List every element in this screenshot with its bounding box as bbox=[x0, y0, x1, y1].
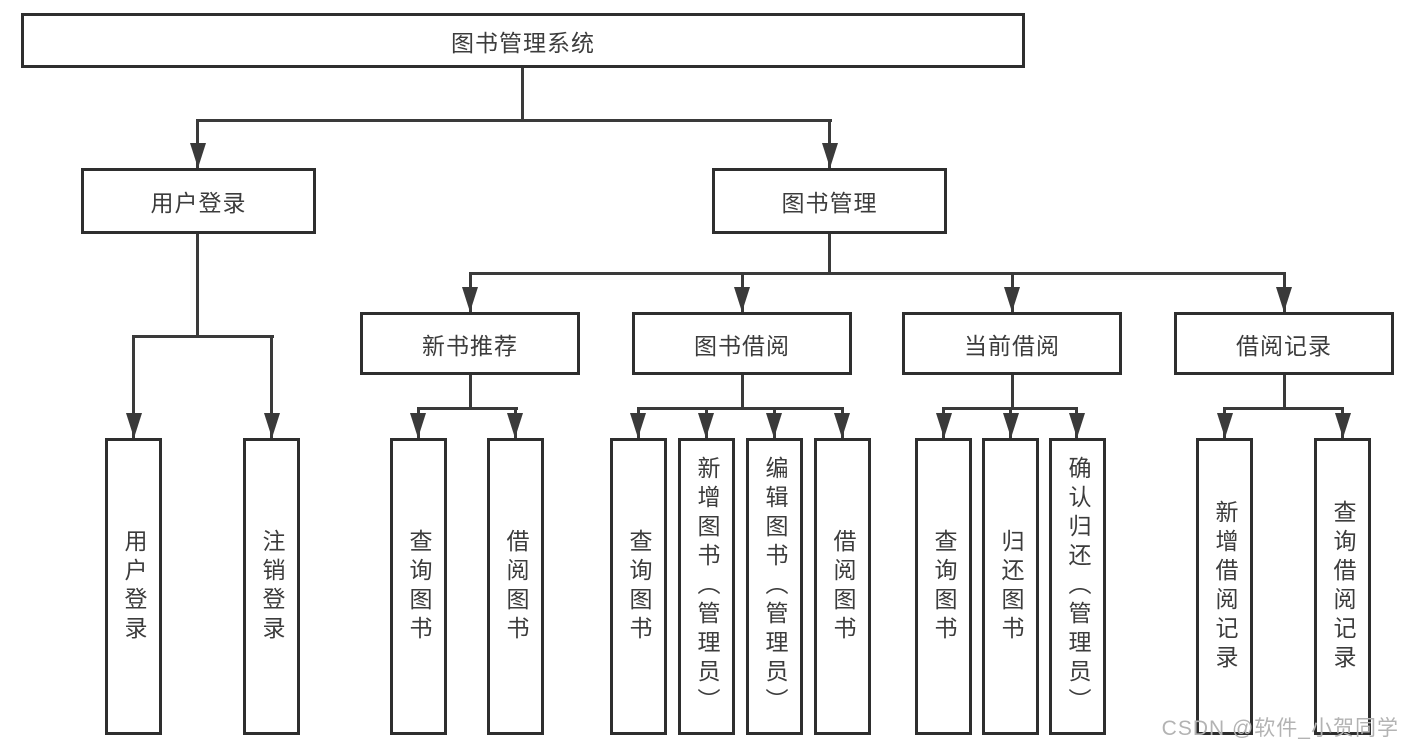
arrow-down-icon bbox=[462, 287, 478, 312]
leaf-add-borrow-record-label: 新增借阅记录 bbox=[1212, 499, 1238, 674]
leaf-borrow-borrow-book: 借阅图书 bbox=[814, 438, 871, 735]
leaf-logout-label: 注销登录 bbox=[259, 528, 285, 645]
connector-line bbox=[270, 335, 273, 438]
node-new-book-recommend: 新书推荐 bbox=[360, 312, 580, 375]
leaf-edit-book-admin-label: 编辑图书（管理员） bbox=[762, 456, 788, 717]
leaf-recommend-query-book: 查询图书 bbox=[390, 438, 447, 735]
leaf-return-book: 归还图书 bbox=[982, 438, 1039, 735]
node-root-label: 图书管理系统 bbox=[451, 29, 595, 56]
arrow-down-icon bbox=[1217, 413, 1233, 438]
leaf-user-login-label: 用户登录 bbox=[121, 528, 147, 645]
leaf-current-query-book: 查询图书 bbox=[915, 438, 972, 735]
arrow-down-icon bbox=[734, 287, 750, 312]
leaf-return-book-label: 归还图书 bbox=[998, 528, 1024, 645]
leaf-add-book-admin: 新增图书（管理员） bbox=[678, 438, 735, 735]
connector-line bbox=[132, 335, 135, 438]
arrow-down-icon bbox=[766, 413, 782, 438]
arrow-down-icon bbox=[1003, 413, 1019, 438]
node-book-borrow-label: 图书借阅 bbox=[694, 332, 790, 359]
arrow-down-icon bbox=[1276, 287, 1292, 312]
leaf-current-query-book-label: 查询图书 bbox=[931, 528, 957, 645]
connector-line bbox=[637, 407, 844, 410]
leaf-edit-book-admin: 编辑图书（管理员） bbox=[746, 438, 803, 735]
arrow-down-icon bbox=[190, 143, 206, 168]
leaf-add-borrow-record: 新增借阅记录 bbox=[1196, 438, 1253, 735]
connector-line bbox=[521, 68, 524, 122]
leaf-query-borrow-record-label: 查询借阅记录 bbox=[1330, 499, 1356, 674]
leaf-borrow-query-book: 查询图书 bbox=[610, 438, 667, 735]
arrow-down-icon bbox=[698, 413, 714, 438]
arrow-down-icon bbox=[264, 413, 280, 438]
connector-line bbox=[1223, 407, 1344, 410]
node-root: 图书管理系统 bbox=[21, 13, 1025, 68]
arrow-down-icon bbox=[507, 413, 523, 438]
arrow-down-icon bbox=[126, 413, 142, 438]
connector-line bbox=[132, 335, 274, 338]
arrow-down-icon bbox=[936, 413, 952, 438]
arrow-down-icon bbox=[822, 143, 838, 168]
connector-line bbox=[469, 272, 1286, 275]
arrow-down-icon bbox=[1335, 413, 1351, 438]
arrow-down-icon bbox=[1004, 287, 1020, 312]
node-borrow-record: 借阅记录 bbox=[1174, 312, 1394, 375]
arrow-down-icon bbox=[1069, 413, 1085, 438]
leaf-add-book-admin-label: 新增图书（管理员） bbox=[694, 456, 720, 717]
connector-line bbox=[469, 375, 472, 410]
arrow-down-icon bbox=[410, 413, 426, 438]
csdn-watermark: CSDN @软件_小贺同学 bbox=[1161, 717, 1399, 740]
leaf-borrow-query-book-label: 查询图书 bbox=[626, 528, 652, 645]
leaf-logout: 注销登录 bbox=[243, 438, 300, 735]
leaf-recommend-borrow-book-label: 借阅图书 bbox=[503, 528, 529, 645]
leaf-recommend-query-book-label: 查询图书 bbox=[406, 528, 432, 645]
leaf-user-login: 用户登录 bbox=[105, 438, 162, 735]
connector-line bbox=[1283, 375, 1286, 410]
node-book-management-label: 图书管理 bbox=[781, 190, 878, 216]
connector-line bbox=[196, 234, 199, 338]
connector-line bbox=[741, 375, 744, 410]
node-current-borrow: 当前借阅 bbox=[902, 312, 1122, 375]
node-user-login-label: 用户登录 bbox=[150, 190, 247, 216]
leaf-query-borrow-record: 查询借阅记录 bbox=[1314, 438, 1371, 735]
leaf-confirm-return-admin: 确认归还（管理员） bbox=[1049, 438, 1106, 735]
leaf-confirm-return-admin-label: 确认归还（管理员） bbox=[1065, 456, 1091, 717]
node-book-management: 图书管理 bbox=[712, 168, 947, 234]
node-current-borrow-label: 当前借阅 bbox=[964, 332, 1060, 359]
node-borrow-record-label: 借阅记录 bbox=[1236, 332, 1332, 359]
node-book-borrow: 图书借阅 bbox=[632, 312, 852, 375]
arrow-down-icon bbox=[630, 413, 646, 438]
connector-line bbox=[1011, 375, 1014, 410]
arrow-down-icon bbox=[834, 413, 850, 438]
node-user-login: 用户登录 bbox=[81, 168, 316, 234]
connector-line bbox=[196, 119, 832, 122]
node-new-book-recommend-label: 新书推荐 bbox=[422, 332, 518, 359]
connector-line bbox=[417, 407, 518, 410]
leaf-borrow-borrow-book-label: 借阅图书 bbox=[830, 528, 856, 645]
leaf-recommend-borrow-book: 借阅图书 bbox=[487, 438, 544, 735]
connector-line bbox=[828, 234, 831, 275]
